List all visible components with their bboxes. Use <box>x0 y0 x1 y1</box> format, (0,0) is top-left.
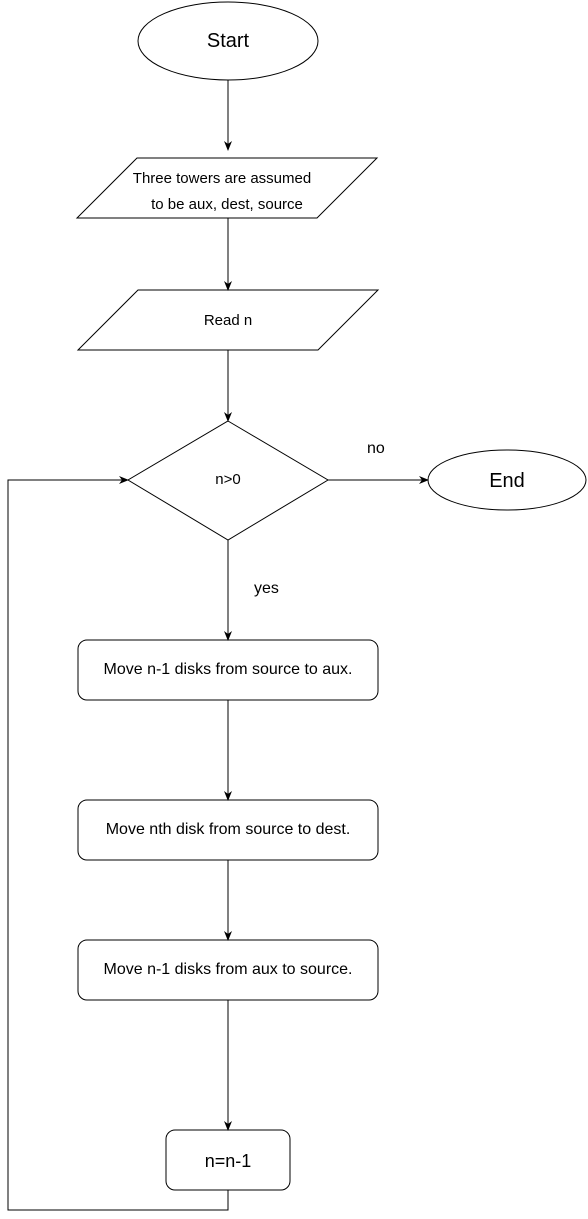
decision-label: n>0 <box>215 471 241 488</box>
towers-io-shape <box>75 157 379 219</box>
move3-label: Move n-1 disks from aux to source. <box>103 961 353 978</box>
towers-label-line2: to be aux, dest, source <box>151 196 303 213</box>
read-n-label: Read n <box>203 312 253 329</box>
move2-label: Move nth disk from source to dest. <box>105 821 351 838</box>
decrement-label: n=n-1 <box>204 1151 252 1171</box>
yes-edge-label: yes <box>254 580 279 597</box>
move1-label: Move n-1 disks from source to aux. <box>103 661 353 678</box>
read-n-io-shape <box>76 289 380 351</box>
towers-label-line1: Three towers are assumed <box>132 170 312 187</box>
towers-label: Three towers are assumed to be aux, dest… <box>107 166 347 218</box>
end-label: End <box>489 470 525 492</box>
start-label: Start <box>206 30 250 52</box>
edge-decrement-loop-back <box>7 476 229 1211</box>
no-edge-label: no <box>367 440 385 457</box>
